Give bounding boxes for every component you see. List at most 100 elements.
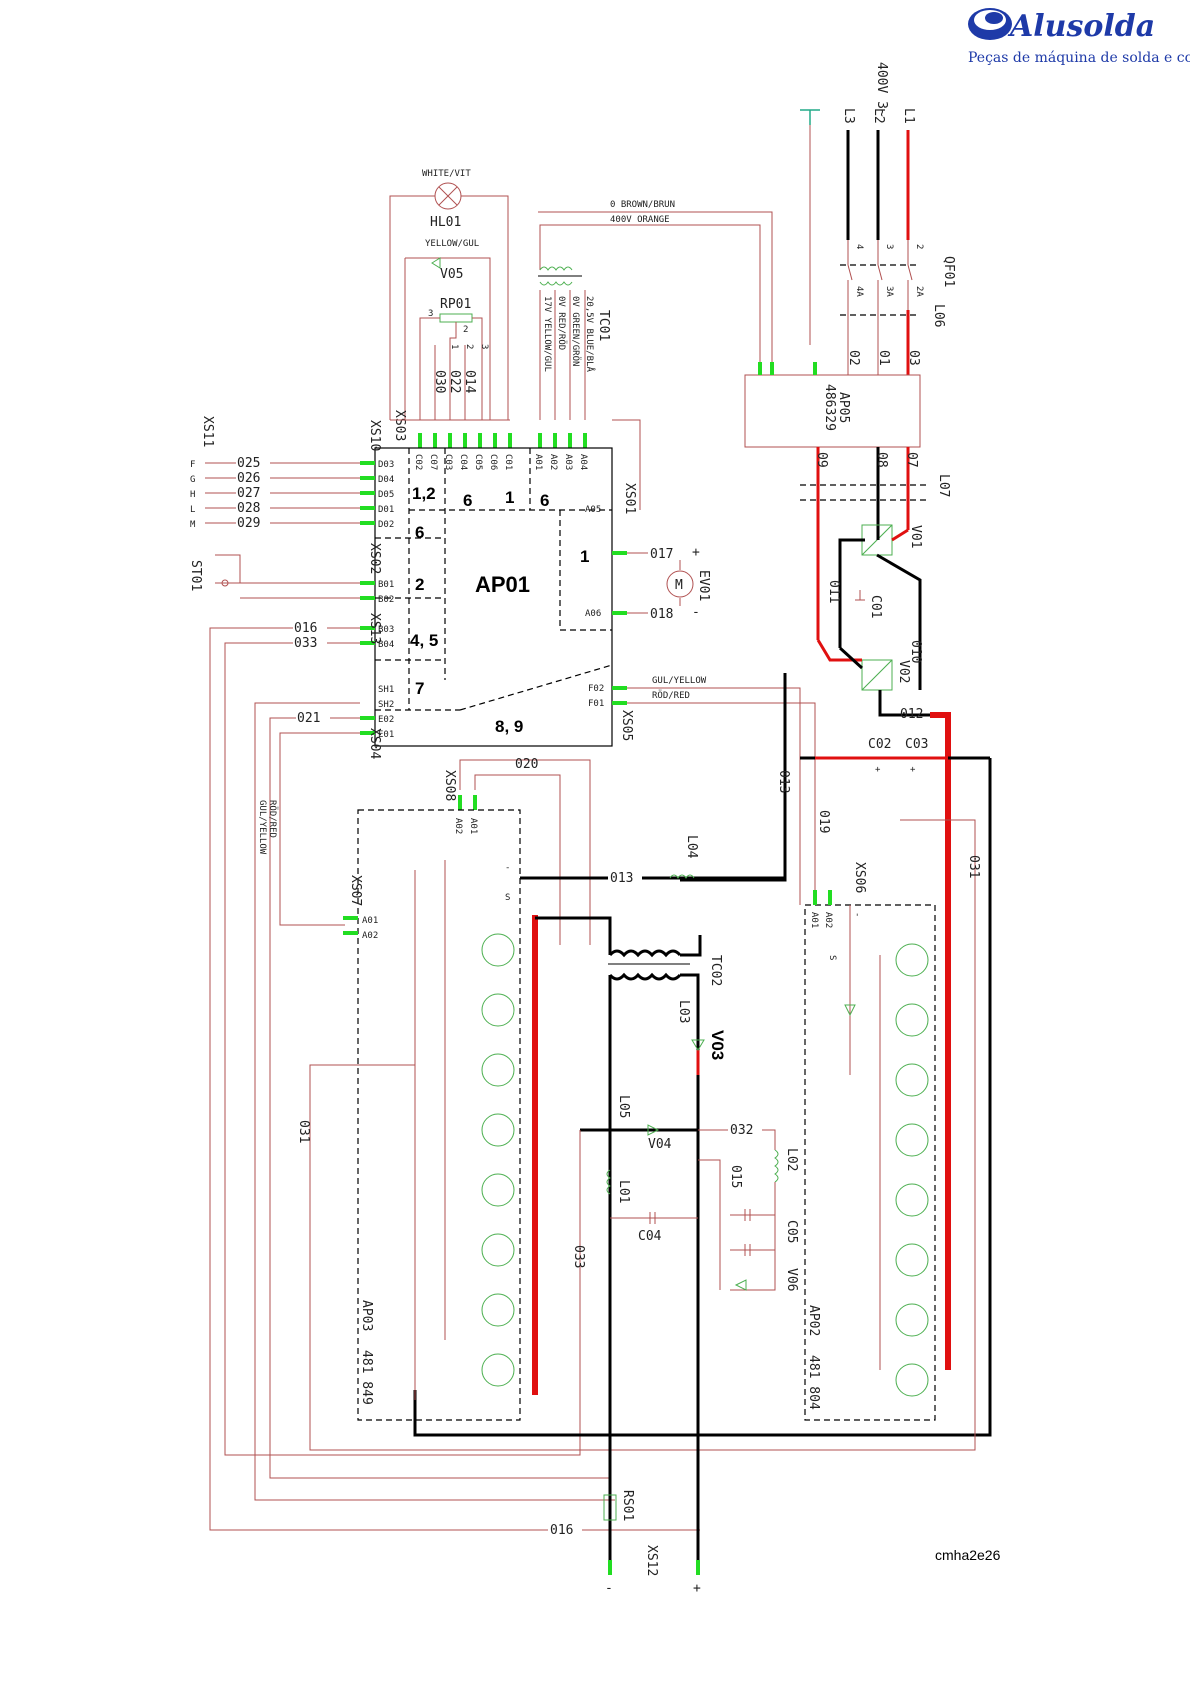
zone-8-9: 8, 9 [495,717,523,736]
fan-ev01: M EV01 + - 017 018 [627,545,711,622]
xs10-ref: XS10 [367,420,382,451]
hl01-ref: HL01 [430,215,461,230]
ap01-top-pins [418,433,587,448]
ev01-symbol: M [675,578,683,593]
xs12-ref: XS12 [644,1545,659,1576]
f02-wire-color: GUL/YELLOW [652,676,707,686]
logo-tagline: Peças de máquina de solda e corte [968,50,1190,66]
igbt-icon [481,1233,515,1267]
xs12-plus: + [693,1581,701,1596]
rectifier-v02: V02 [861,659,911,691]
capacitor-c04: C04 [610,1212,698,1244]
pin-sh2: SH2 [378,700,394,710]
xs02-ref: XS02 [367,543,382,574]
xs01-ref: XS01 [622,483,637,514]
ap05-module: AP05 486329 [744,362,921,448]
net-021-label: 021 [297,711,320,726]
pin-a04: A04 [578,454,588,470]
l05-ref: L05 [616,1095,631,1118]
xs11-l: L [190,505,195,515]
xs05-ref: XS05 [619,710,634,741]
transformer-tc01: TC01 20,5V BLUE/BLÅ 0V GREEN/GRÖN 0V RED… [538,266,611,372]
v03-ref: V03 [708,1030,727,1060]
phase-l2-label: L2 [871,108,886,124]
net-03: 03 [906,350,921,366]
led-v05: YELLOW/GUL V05 [404,239,491,420]
net-015-label: 015 [728,1165,743,1188]
capacitor-c05: C05 [730,1209,799,1256]
igbt-icon [895,1363,929,1397]
xs13-ref: XS13 [367,613,382,644]
rp01-pin3: 3 [428,309,433,319]
xs03-ref: XS03 [392,410,407,441]
tc01-tap1: 20,5V BLUE/BLÅ [584,296,596,372]
pin-d03: D03 [378,460,394,470]
ap03-transistors [481,933,515,1387]
igbt-icon [895,1063,929,1097]
v01-ref: V01 [908,525,923,548]
l04-ref: L04 [684,835,699,859]
inductor-l02: L02 [774,1148,799,1183]
tc01-primary-0: 0 BROWN/BRUN [610,200,675,210]
igbt-icon [895,1123,929,1157]
net-01: 01 [876,350,891,366]
qf01-t3a: 3A [884,286,894,297]
tc01-ref: TC01 [596,310,611,341]
xs07-ref: XS07 [348,875,363,906]
tc01-primary-400: 400V ORANGE [610,215,670,225]
igbt-icon [481,1113,515,1147]
qf01-t2a: 2A [914,286,924,297]
ap02-pin-a02: A02 [823,912,833,928]
tc01-tap2: 0V GREEN/GRÖN [570,296,581,366]
net-022: 022 [447,370,462,393]
net-030: 030 [432,370,447,393]
pin-e01: E01 [378,730,394,740]
ap03-pin-a02: A02 [362,931,378,941]
ap02-minus: - [852,912,862,917]
tc02-ref: TC02 [708,955,723,986]
alusolda-logo: Alusolda Peças de máquina de solda e cor… [968,8,1190,66]
c02-ref: C02 [868,737,891,752]
v05-color: YELLOW/GUL [425,239,479,249]
net-026: 026 [237,471,260,486]
net-025: 025 [237,456,260,471]
pin-f01: F01 [588,699,604,709]
net-017-label: 017 [650,547,673,562]
xs12-minus: - [605,1581,613,1596]
l07-ref: L07 [936,474,951,497]
ap02-s: S [827,955,837,960]
pin-d04: D04 [378,475,394,485]
igbt-icon [895,943,929,977]
igbt-icon [481,993,515,1027]
ev01-minus: - [692,605,700,620]
pin-b02: B02 [378,595,394,605]
xs11-connector: XS11 F G H L M 025 026 027 028 029 [190,416,360,531]
ap03-part: 481 849 [359,1350,374,1405]
capacitor-c01: C01 [855,590,883,618]
pin-c03: C03 [443,454,453,470]
net-033-vert-label: 033 [571,1245,586,1268]
zone-6a: 6 [463,491,472,510]
pin-a05: A05 [585,505,601,515]
f01-wire-color: RÖD/RED [652,690,690,701]
ap03-pin-a01: A01 [362,916,378,926]
net-013-label: 013 [610,871,633,886]
net-020-label: 020 [515,757,538,772]
net-029: 029 [237,516,260,531]
phase-l1-label: L1 [901,108,916,124]
diode-icon [844,1004,856,1017]
igbt-icon [481,933,515,967]
net-09: 09 [814,452,829,468]
ap03-minus: - [505,863,510,873]
ap02-part: 481 804 [806,1355,821,1410]
switch-st01: ST01 [188,554,360,599]
xs08-pin-a01: A01 [468,818,478,834]
net-028: 028 [237,501,260,516]
xs08-pin-a02: A02 [453,818,463,834]
lamp-hl01: WHITE/VIT HL01 [422,169,471,230]
net-012-label: 012 [900,707,923,722]
zone-1-2: 1,2 [412,484,436,503]
ev01-ref: EV01 [696,570,711,601]
igbt-icon [481,1293,515,1327]
ev01-plus: + [692,545,700,560]
